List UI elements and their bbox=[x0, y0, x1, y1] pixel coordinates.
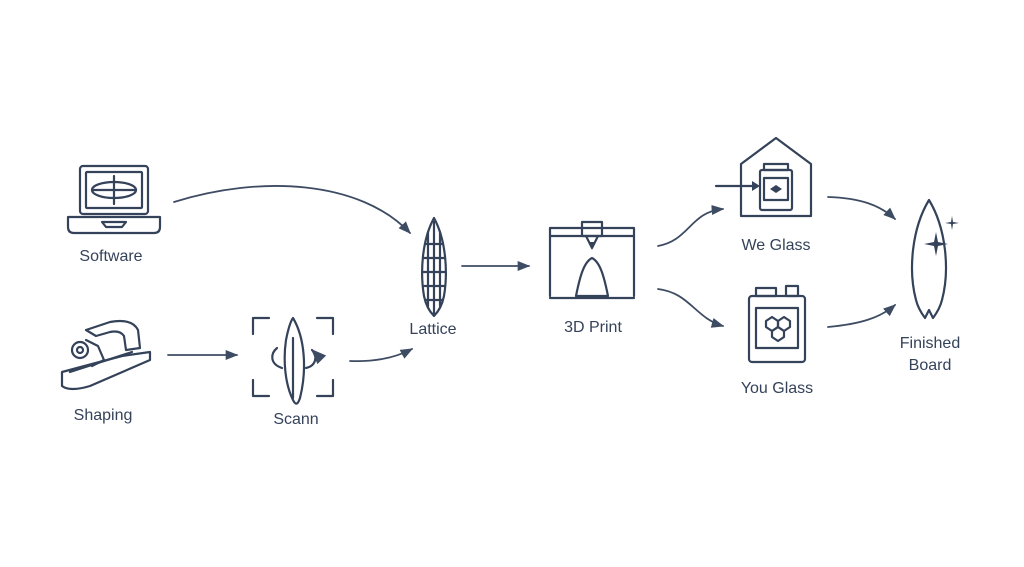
label-3d-print: 3D Print bbox=[564, 319, 622, 336]
edge-print-youglass bbox=[657, 288, 725, 328]
label-shaping: Shaping bbox=[74, 407, 133, 424]
3d-printer-icon bbox=[548, 220, 636, 300]
node-scann: Scann bbox=[251, 316, 335, 428]
label-finished-line2: Board bbox=[909, 357, 952, 374]
edge-youglass-finished bbox=[827, 304, 896, 328]
scan-board-icon bbox=[251, 316, 335, 405]
lattice-board-icon bbox=[421, 216, 447, 318]
laptop-icon bbox=[66, 164, 162, 235]
node-finished-board: Finished Board bbox=[900, 198, 960, 374]
edge-scann-lattice bbox=[349, 348, 414, 363]
node-we-glass: We Glass bbox=[714, 136, 813, 254]
edge-print-weglass bbox=[657, 205, 725, 247]
node-lattice: Lattice bbox=[409, 216, 457, 338]
label-lattice: Lattice bbox=[409, 321, 456, 338]
label-software: Software bbox=[79, 248, 142, 265]
node-shaping: Shaping bbox=[60, 319, 152, 424]
label-scann: Scann bbox=[273, 411, 318, 428]
label-you-glass: You Glass bbox=[741, 380, 813, 397]
edge-software-lattice bbox=[173, 185, 411, 234]
label-we-glass: We Glass bbox=[741, 237, 810, 254]
node-3d-print: 3D Print bbox=[548, 220, 636, 336]
planer-icon bbox=[60, 319, 152, 391]
arrows bbox=[167, 185, 896, 363]
edge-weglass-finished bbox=[827, 196, 896, 220]
resin-can-icon bbox=[747, 284, 807, 364]
node-you-glass: You Glass bbox=[741, 284, 813, 397]
node-software: Software bbox=[66, 164, 162, 265]
glass-shop-icon bbox=[714, 136, 813, 218]
label-finished-line1: Finished bbox=[900, 335, 960, 352]
finished-board-icon bbox=[910, 198, 959, 320]
